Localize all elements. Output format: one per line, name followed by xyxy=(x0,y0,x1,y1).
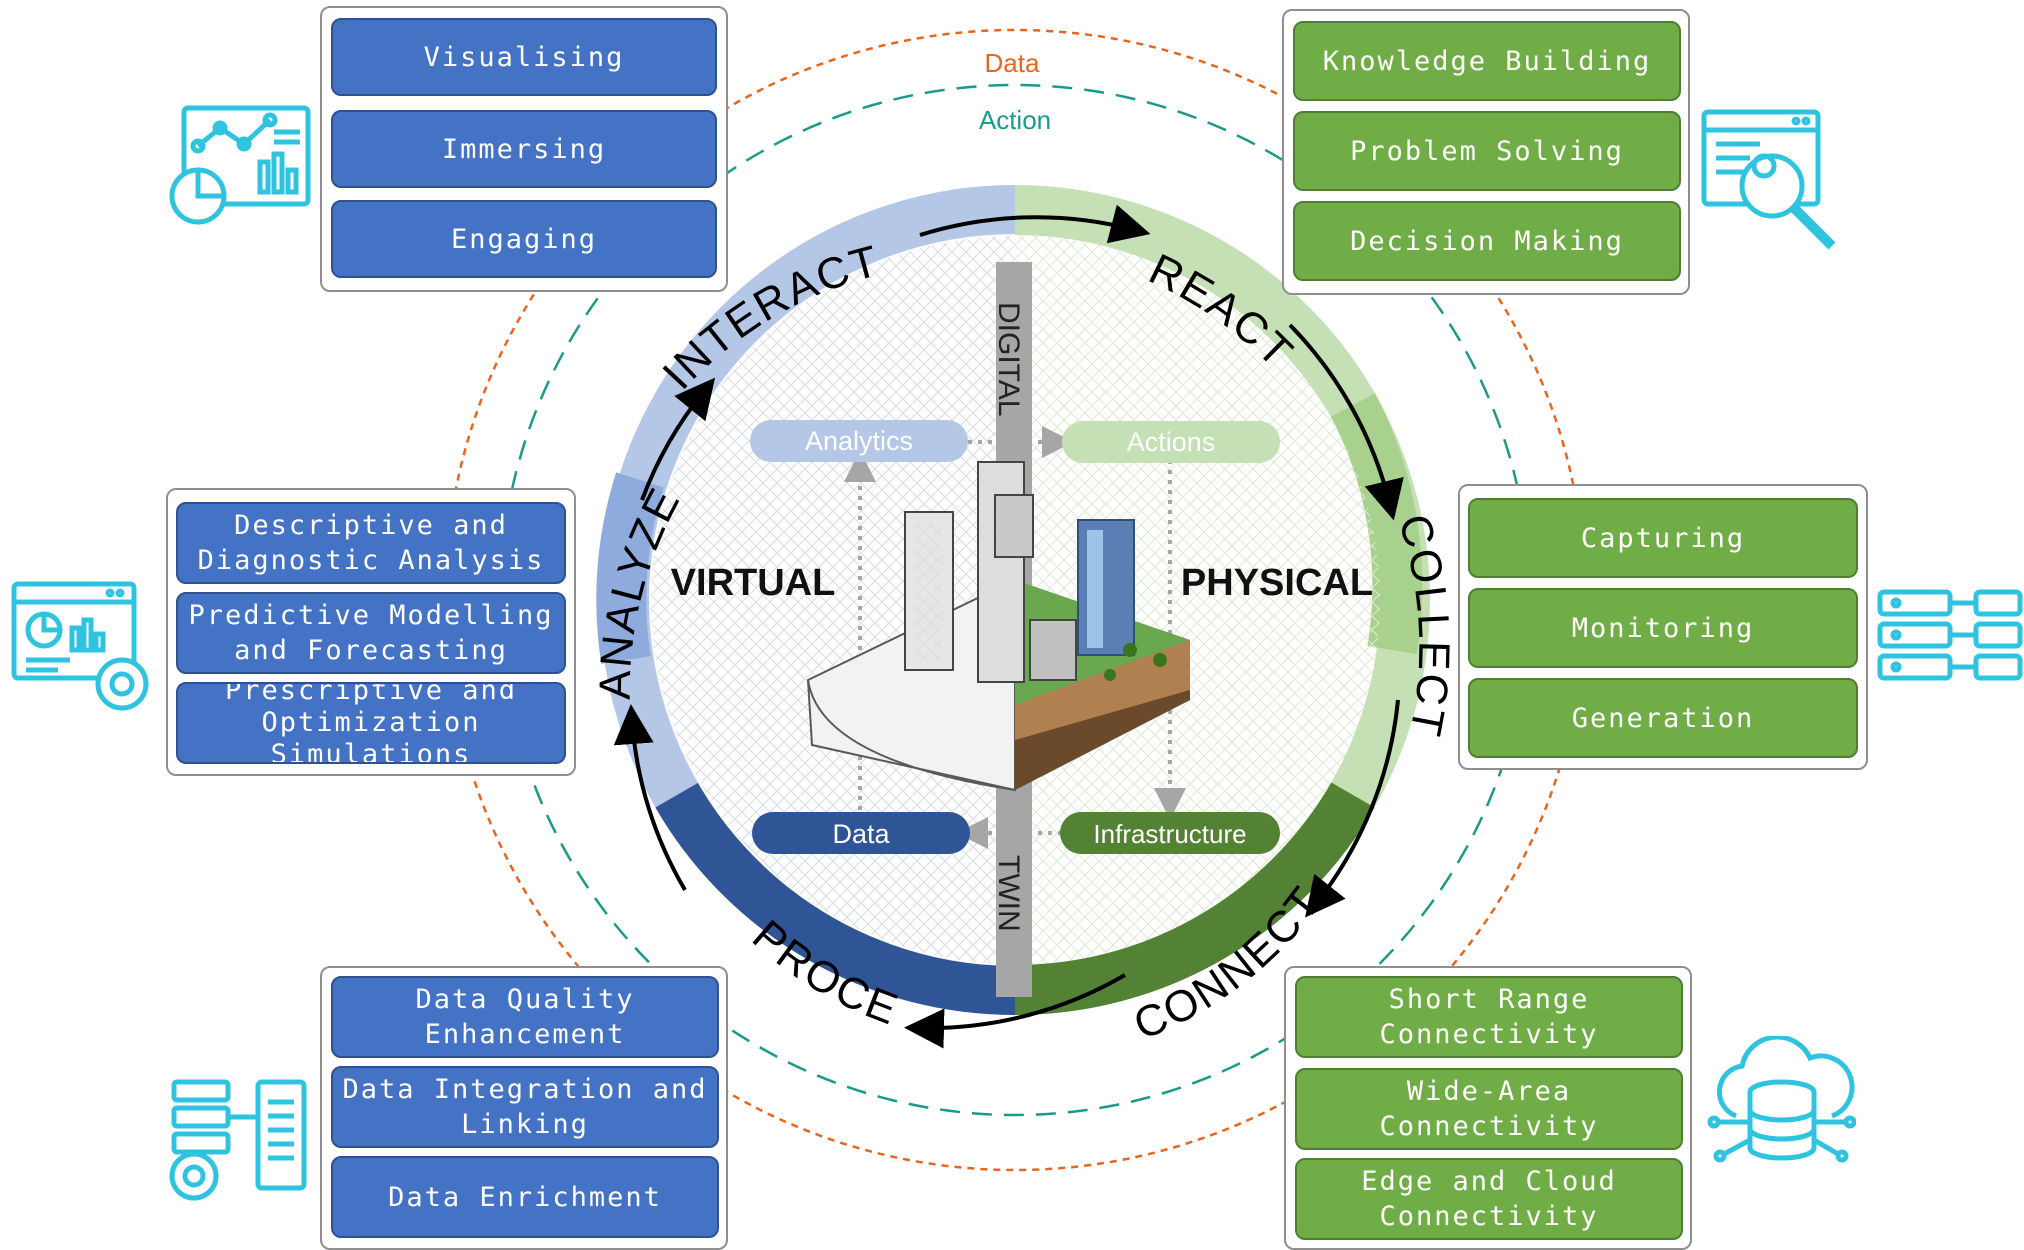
prescriptive-optimization-box: Prescriptive and Optimization Simulation… xyxy=(176,682,566,764)
data-enrichment-box: Data Enrichment xyxy=(331,1156,719,1238)
virtual-label: VIRTUAL xyxy=(671,562,836,604)
cloud-database-icon xyxy=(1707,1036,1856,1163)
connect-panel: Short Range Connectivity Wide-Area Conne… xyxy=(1284,966,1692,1250)
process-panel: Data Quality Enhancement Data Integratio… xyxy=(320,966,728,1250)
data-flow-label: Data xyxy=(985,48,1040,78)
immersing-box: Immersing xyxy=(331,110,717,188)
predictive-modelling-box: Predictive Modelling and Forecasting xyxy=(176,592,566,674)
svg-text:Infrastructure: Infrastructure xyxy=(1093,819,1246,849)
virtual-half xyxy=(650,235,1015,965)
svg-text:Actions: Actions xyxy=(1127,427,1216,457)
collect-panel: Capturing Monitoring Generation xyxy=(1458,484,1868,770)
action-flow-label: Action xyxy=(979,105,1051,135)
digital-label: DIGITAL xyxy=(992,302,1025,416)
problem-solving-box: Problem Solving xyxy=(1293,111,1681,191)
data-integration-box: Data Integration and Linking xyxy=(331,1066,719,1148)
decision-making-box: Decision Making xyxy=(1293,201,1681,281)
knowledge-building-box: Knowledge Building xyxy=(1293,21,1681,101)
cycle-arrows xyxy=(613,204,1404,1049)
svg-text:Analytics: Analytics xyxy=(805,426,913,456)
wide-area-box: Wide-Area Connectivity xyxy=(1295,1068,1683,1150)
engaging-box: Engaging xyxy=(331,200,717,278)
interact-panel: Visualising Immersing Engaging xyxy=(320,6,728,292)
react-panel: Knowledge Building Problem Solving Decis… xyxy=(1282,9,1690,295)
data-processing-icon xyxy=(169,1079,307,1201)
capturing-box: Capturing xyxy=(1468,498,1858,578)
analytics-pill: Analytics xyxy=(750,420,968,462)
analytics-settings-icon xyxy=(11,581,149,711)
infrastructure-pill: Infrastructure xyxy=(1060,812,1280,854)
city-illustration xyxy=(806,461,1190,792)
monitoring-box: Monitoring xyxy=(1468,588,1858,668)
edge-cloud-box: Edge and Cloud Connectivity xyxy=(1295,1158,1683,1240)
svg-text:Data: Data xyxy=(832,819,890,849)
visualising-box: Visualising xyxy=(331,18,717,96)
descriptive-diagnostic-box: Descriptive and Diagnostic Analysis xyxy=(176,502,566,584)
actions-pill: Actions xyxy=(1062,421,1280,463)
twin-label: TWIN xyxy=(992,855,1025,932)
short-range-box: Short Range Connectivity xyxy=(1295,976,1683,1058)
physical-half xyxy=(1015,235,1380,965)
search-report-icon xyxy=(1701,109,1836,250)
data-quality-box: Data Quality Enhancement xyxy=(331,976,719,1058)
physical-label: PHYSICAL xyxy=(1181,562,1373,604)
generation-box: Generation xyxy=(1468,678,1858,758)
analyze-panel: Descriptive and Diagnostic Analysis Pred… xyxy=(166,488,576,776)
data-pill: Data xyxy=(752,812,970,854)
dashboard-chart-icon xyxy=(169,105,311,225)
server-network-icon xyxy=(1877,589,2023,681)
